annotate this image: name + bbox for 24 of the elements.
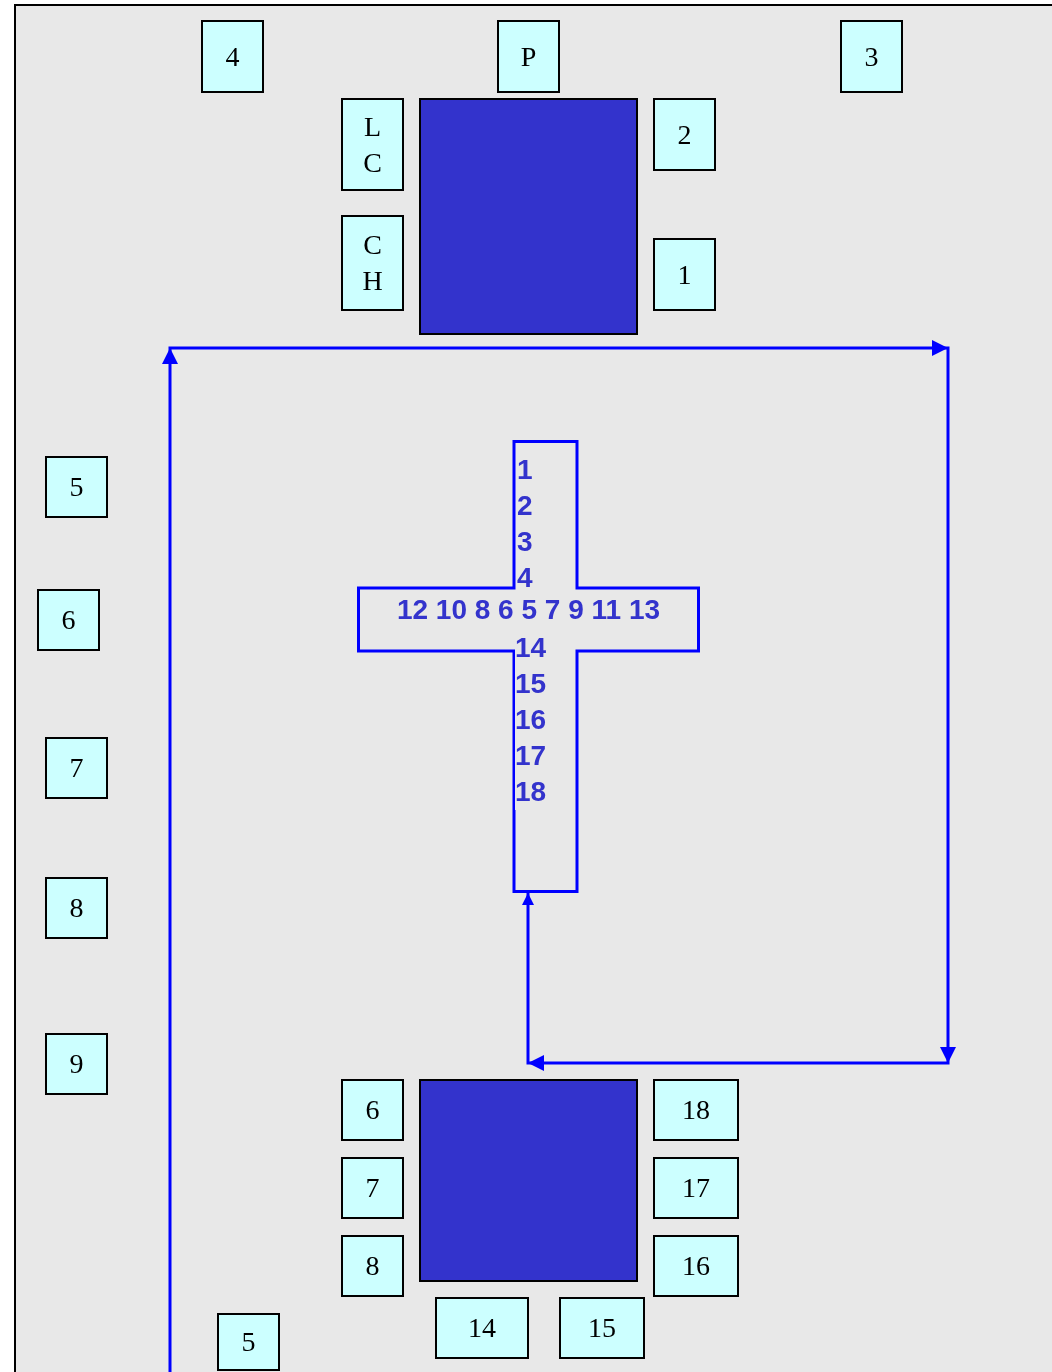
- label-box: 1: [653, 238, 716, 311]
- label-box: 18: [653, 1079, 739, 1141]
- label-box: 8: [45, 877, 108, 939]
- label-box: 5: [217, 1313, 280, 1371]
- number-sequence: 12 10 8 6 5 7 9 11 13: [395, 593, 662, 627]
- label-box: 2: [653, 98, 716, 171]
- square-block: [419, 98, 638, 335]
- label-box: 6: [37, 589, 100, 651]
- label-box: 15: [559, 1297, 645, 1359]
- square-block: [419, 1079, 638, 1282]
- label-box: 14: [435, 1297, 529, 1359]
- label-box: 7: [45, 737, 108, 799]
- label-box: 4: [201, 20, 264, 93]
- label-box: 5: [45, 456, 108, 518]
- label-box: 16: [653, 1235, 739, 1297]
- label-box: 7: [341, 1157, 404, 1219]
- label-box: C H: [341, 215, 404, 311]
- label-box: 3: [840, 20, 903, 93]
- label-box: 6: [341, 1079, 404, 1141]
- label-box: 9: [45, 1033, 108, 1095]
- label-box: L C: [341, 98, 404, 191]
- label-box: P: [497, 20, 560, 93]
- label-box: 8: [341, 1235, 404, 1297]
- label-box: 17: [653, 1157, 739, 1219]
